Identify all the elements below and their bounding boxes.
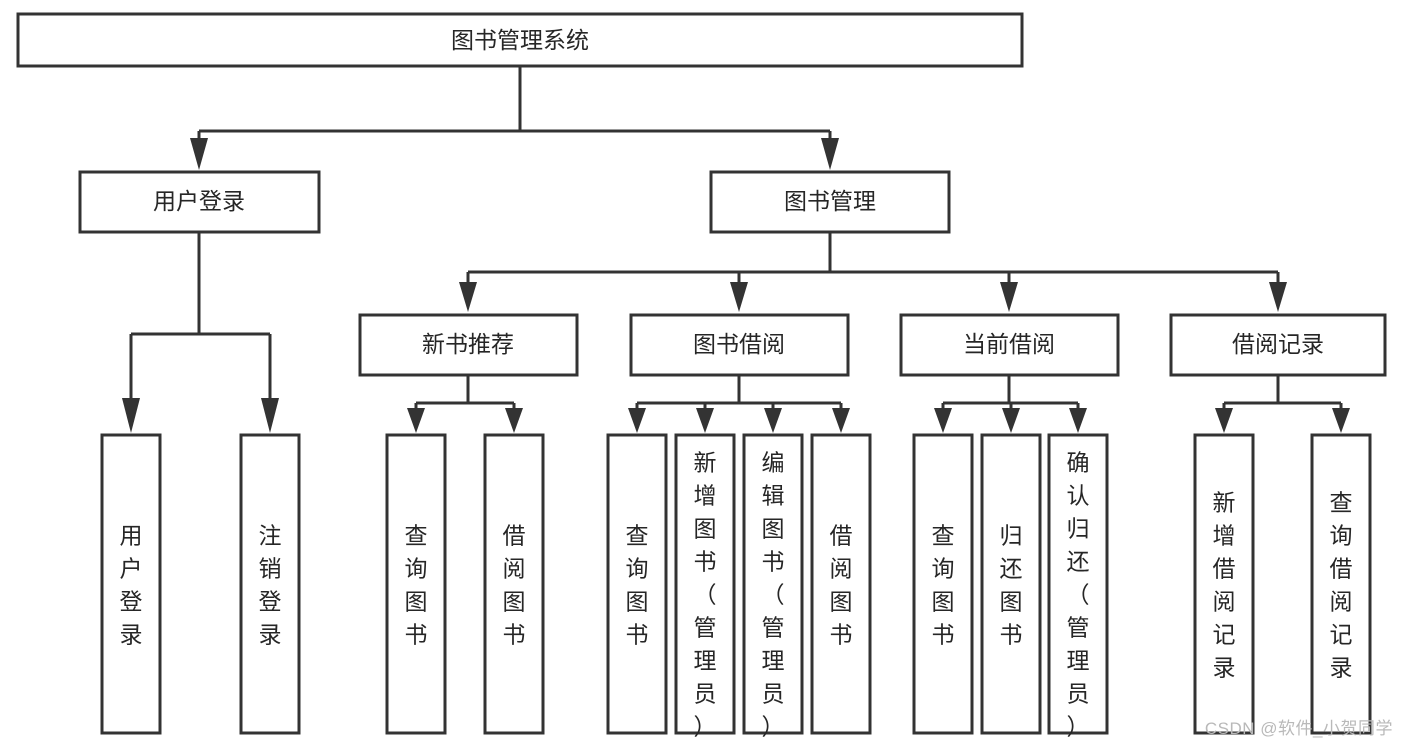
node-root[interactable]: 图书管理系统	[16, 12, 1024, 68]
node-root-label: 图书管理系统	[451, 27, 589, 53]
node-leaf-edit-book-box[interactable]	[742, 433, 804, 735]
node-leaf-query-book-2-label: 查询图书	[626, 523, 649, 648]
arrow-head-leaf-query-book-1	[407, 408, 425, 433]
arrow-head-leaf-query-record	[1332, 408, 1350, 433]
node-book-borrow[interactable]: 图书借阅	[629, 313, 850, 377]
node-leaf-user-login[interactable]: 用户登录	[100, 433, 162, 735]
node-leaf-borrow-book-2-label: 借阅图书	[830, 523, 853, 648]
arrow-head-leaf-edit-book	[764, 408, 782, 433]
node-leaf-query-book-2-box[interactable]	[606, 433, 668, 735]
node-new-book-recommend-box[interactable]	[358, 313, 579, 377]
arrow-head-leaf-query-book-2	[628, 408, 646, 433]
node-leaf-borrow-book-1-label: 借阅图书	[503, 523, 526, 648]
node-leaf-query-book-3[interactable]: 查询图书	[912, 433, 974, 735]
node-leaf-query-book-1-box[interactable]	[385, 433, 447, 735]
node-current-borrow-label: 当前借阅	[963, 331, 1055, 357]
arrow-head-book-borrow	[730, 282, 748, 312]
node-leaf-logout-login-box[interactable]	[239, 433, 301, 735]
node-leaf-return-book-box[interactable]	[980, 433, 1042, 735]
node-leaf-add-book-label: 新增图书（管理员）	[694, 450, 717, 740]
arrow-head-leaf-add-book	[696, 408, 714, 433]
node-leaf-borrow-book-1[interactable]: 借阅图书	[483, 433, 545, 735]
node-book-borrow-box[interactable]	[629, 313, 850, 377]
node-leaf-confirm-return[interactable]: 确认归还（管理员）	[1047, 433, 1109, 740]
node-leaf-user-login-box[interactable]	[100, 433, 162, 735]
node-leaf-query-book-2[interactable]: 查询图书	[606, 433, 668, 735]
node-leaf-return-book-label: 归还图书	[1000, 523, 1023, 648]
node-leaf-user-login-label: 用户登录	[120, 523, 143, 648]
arrow-head-leaf-user-login	[122, 398, 140, 433]
node-leaf-add-record-box[interactable]	[1193, 433, 1255, 735]
node-book-manage-label: 图书管理	[784, 188, 876, 214]
node-borrow-record[interactable]: 借阅记录	[1169, 313, 1387, 377]
arrow-head-leaf-confirm-return	[1069, 408, 1087, 433]
node-borrow-record-label: 借阅记录	[1232, 331, 1324, 357]
node-book-borrow-label: 图书借阅	[693, 331, 785, 357]
arrow-head-leaf-add-record	[1215, 408, 1233, 433]
arrow-head-current-borrow	[1000, 282, 1018, 312]
node-leaf-borrow-book-2-box[interactable]	[810, 433, 872, 735]
node-leaf-add-record[interactable]: 新增借阅记录	[1193, 433, 1255, 735]
node-leaf-query-record[interactable]: 查询借阅记录	[1310, 433, 1372, 735]
node-leaf-query-book-1-label: 查询图书	[405, 523, 428, 648]
node-leaf-return-book[interactable]: 归还图书	[980, 433, 1042, 735]
arrow-head-book-manage	[821, 138, 839, 170]
node-leaf-confirm-return-label: 确认归还（管理员）	[1067, 450, 1090, 740]
node-leaf-confirm-return-box[interactable]	[1047, 433, 1109, 735]
arrow-head-leaf-logout-login	[261, 398, 279, 433]
node-leaf-add-book-box[interactable]	[674, 433, 736, 735]
node-book-manage-box[interactable]	[709, 170, 951, 234]
node-leaf-query-record-box[interactable]	[1310, 433, 1372, 735]
node-leaf-edit-book-label: 编辑图书（管理员）	[762, 450, 785, 740]
arrow-head-leaf-return-book	[1002, 408, 1020, 433]
node-leaf-query-record-label: 查询借阅记录	[1330, 490, 1353, 681]
node-leaf-add-record-label: 新增借阅记录	[1213, 490, 1236, 681]
node-new-book-recommend-label: 新书推荐	[422, 331, 514, 357]
node-leaf-edit-book[interactable]: 编辑图书（管理员）	[742, 433, 804, 740]
node-book-manage[interactable]: 图书管理	[709, 170, 951, 234]
node-user-login[interactable]: 用户登录	[78, 170, 321, 234]
node-user-login-box[interactable]	[78, 170, 321, 234]
node-leaf-query-book-3-label: 查询图书	[932, 523, 955, 648]
arrow-head-leaf-borrow-book-2	[832, 408, 850, 433]
node-current-borrow[interactable]: 当前借阅	[899, 313, 1120, 377]
node-user-login-label: 用户登录	[153, 188, 245, 214]
arrow-head-new-book-recommend	[459, 282, 477, 312]
node-leaf-borrow-book-1-box[interactable]	[483, 433, 545, 735]
connector-layer	[122, 66, 1350, 433]
arrow-head-user-login	[190, 138, 208, 170]
node-leaf-logout-login-label: 注销登录	[259, 523, 282, 648]
node-current-borrow-box[interactable]	[899, 313, 1120, 377]
node-leaf-borrow-book-2[interactable]: 借阅图书	[810, 433, 872, 735]
node-leaf-query-book-3-box[interactable]	[912, 433, 974, 735]
node-leaf-query-book-1[interactable]: 查询图书	[385, 433, 447, 735]
arrow-head-borrow-record	[1269, 282, 1287, 312]
node-leaf-add-book[interactable]: 新增图书（管理员）	[674, 433, 736, 740]
node-root-box[interactable]	[16, 12, 1024, 68]
arrow-head-leaf-query-book-3	[934, 408, 952, 433]
node-borrow-record-box[interactable]	[1169, 313, 1387, 377]
node-new-book-recommend[interactable]: 新书推荐	[358, 313, 579, 377]
node-leaf-logout-login[interactable]: 注销登录	[239, 433, 301, 735]
arrow-head-leaf-borrow-book-1	[505, 408, 523, 433]
